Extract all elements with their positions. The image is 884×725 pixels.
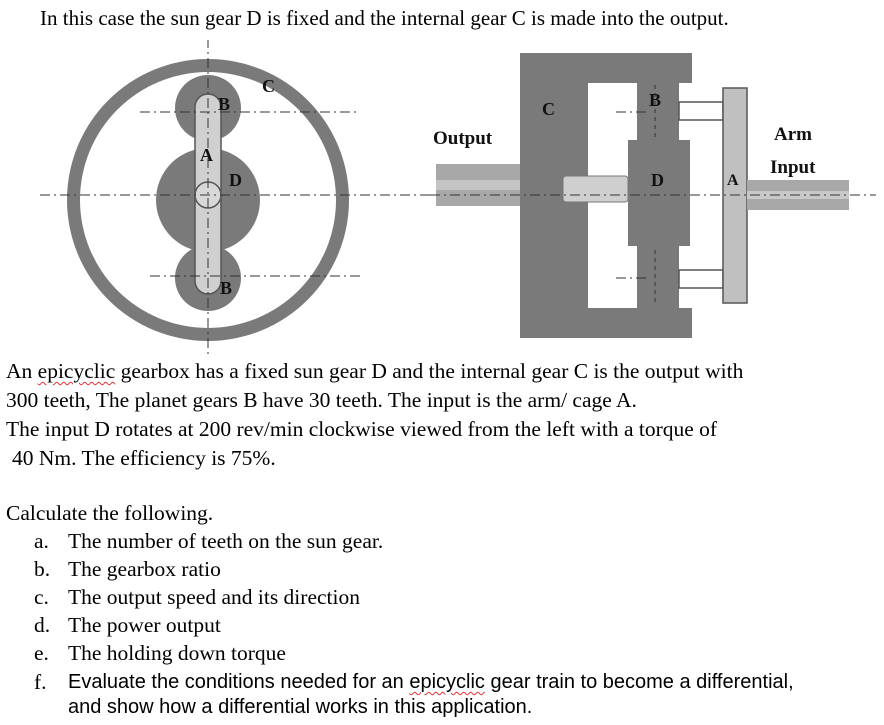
label-a-left: A: [200, 145, 213, 165]
planet-pin-upper: [678, 101, 724, 121]
label-c-left: C: [262, 76, 275, 96]
problem-paragraph: An epicyclic gearbox has a fixed sun gea…: [6, 357, 880, 473]
label-arm: Arm: [774, 124, 812, 145]
planet-b-lower: [637, 246, 679, 308]
gear-diagram: B C A D B Output C B D A Arm: [40, 40, 876, 358]
question-list: a.The number of teeth on the sun gear. b…: [28, 527, 828, 720]
label-input: Input: [770, 157, 816, 178]
label-c-right: C: [542, 99, 555, 119]
question-item: e.The holding down torque: [34, 641, 286, 665]
paragraph-line-3: The input D rotates at 200 rev/min clock…: [6, 417, 718, 441]
heading: In this case the sun gear D is fixed and…: [40, 6, 729, 30]
label-b-bottom: B: [220, 278, 232, 298]
label-d-left: D: [229, 170, 242, 190]
paragraph-line-4: 40 Nm. The efficiency is 75%.: [12, 446, 276, 470]
label-b-right: B: [649, 90, 661, 110]
paragraph-line-2: 300 teeth, The planet gears B have 30 te…: [6, 388, 637, 412]
calc-intro: Calculate the following.: [6, 501, 214, 525]
label-a-right: A: [727, 172, 739, 189]
question-item: d.The power output: [34, 613, 221, 637]
spellcheck-word: epicyclic: [37, 359, 116, 383]
spellcheck-word: epicyclic: [409, 671, 485, 693]
question-item-f: f.Evaluate the conditions needed for an …: [34, 670, 794, 718]
planet-pin-lower: [678, 269, 724, 289]
sun-gear-d-block: [628, 140, 690, 246]
question-item: c.The output speed and its direction: [34, 585, 360, 609]
label-output: Output: [433, 128, 493, 149]
fixed-shaft: [562, 175, 629, 203]
question-item: a.The number of teeth on the sun gear.: [34, 529, 384, 553]
label-b-top: B: [218, 94, 230, 114]
paragraph-line-1: An epicyclic gearbox has a fixed sun gea…: [6, 359, 744, 383]
question-item: b.The gearbox ratio: [34, 557, 221, 581]
front-view: B C A D B: [40, 40, 430, 358]
label-d-right: D: [651, 170, 664, 190]
side-view: Output C B D A Arm Input: [430, 53, 876, 338]
